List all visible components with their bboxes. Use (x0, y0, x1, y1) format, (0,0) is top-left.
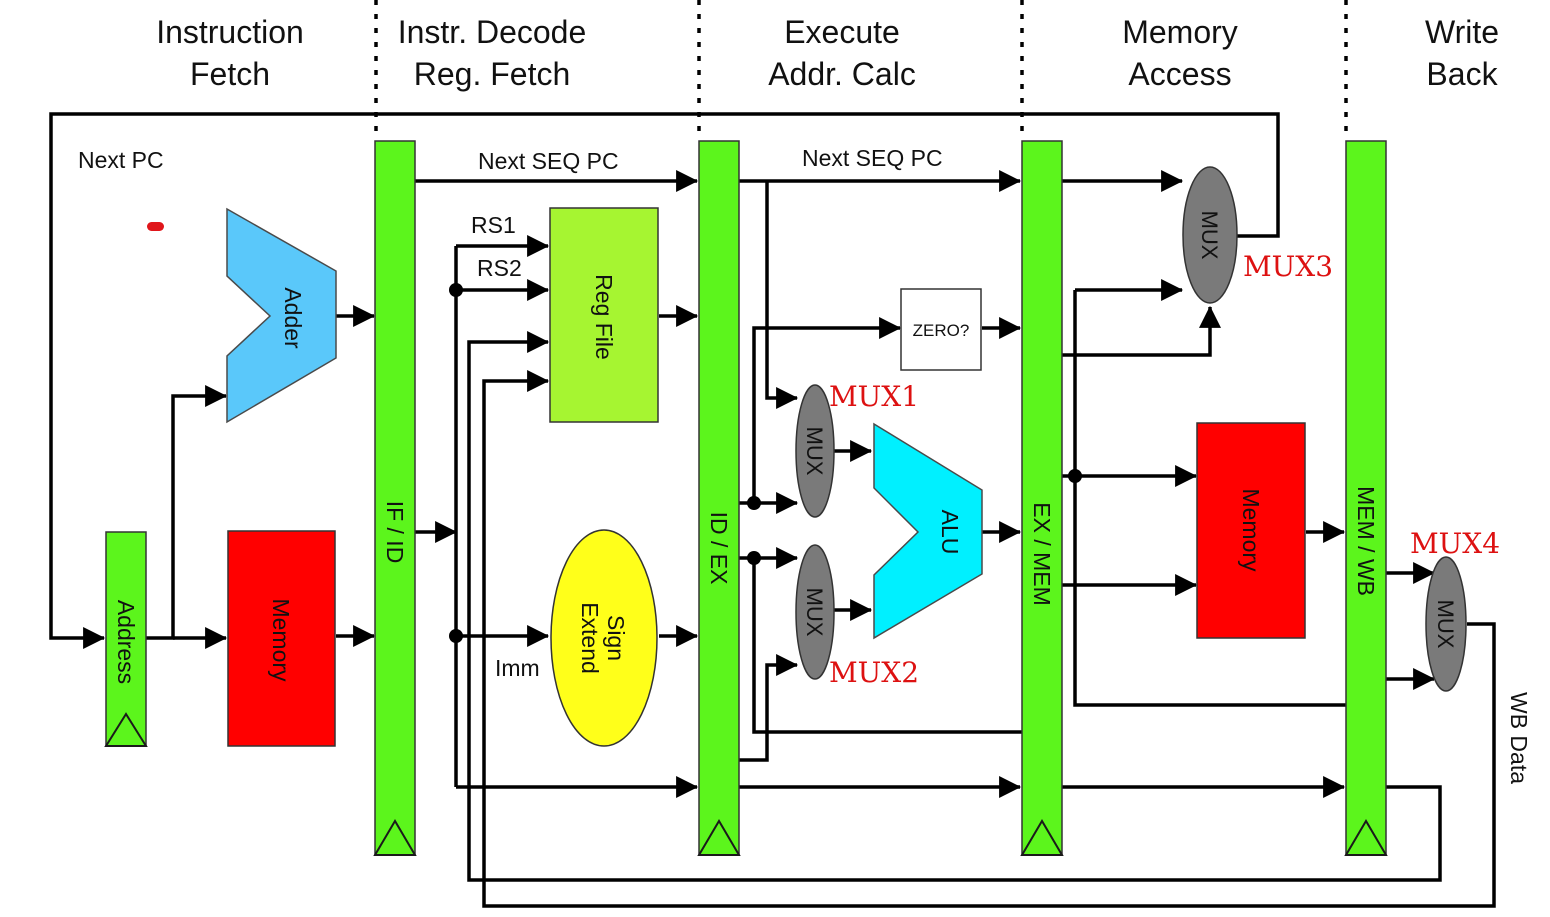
data-memory-label: Memory (1238, 488, 1264, 572)
wb-data-label: WB Data (1506, 692, 1532, 784)
mux2: MUX (795, 544, 835, 680)
register-file-label: Reg File (591, 274, 617, 360)
stage-mem-line1: Memory (1122, 14, 1238, 50)
stage-wb-line2: Back (1426, 56, 1498, 92)
stage-if-line1: Instruction (156, 14, 304, 50)
mux3-label: MUX (1197, 211, 1222, 260)
pipeline-registers: Address IF / ID ID / EX EX / MEM MEM / W… (104, 140, 1388, 856)
mem-wb-label: MEM / WB (1353, 486, 1379, 596)
stage-id-line2: Reg. Fetch (414, 56, 571, 92)
mux1: MUX (795, 384, 835, 518)
pc-to-mux1-wire (765, 181, 799, 409)
red-mark (147, 222, 164, 231)
imm-to-mux2-wire (739, 654, 799, 762)
functional-blocks: Adder Memory Reg File Sign Extend ALU ZE… (226, 166, 1467, 747)
imm-label: Imm (495, 655, 540, 681)
zero-detect-label: ZERO? (913, 321, 970, 340)
mux4: MUX (1425, 556, 1467, 692)
mux2-annotation: MUX2 (829, 656, 919, 689)
signal-labels: Next PC Next SEQ PC Next SEQ PC RS1 RS2 … (78, 145, 1532, 784)
data-memory: Memory (1196, 422, 1306, 639)
reg-b-forward-wire (752, 558, 1022, 734)
if-id-label: IF / ID (382, 501, 408, 564)
mem-wb-register: MEM / WB (1344, 140, 1388, 856)
pc-register: Address (104, 531, 148, 747)
instruction-memory: Memory (227, 530, 336, 747)
instruction-memory-label: Memory (268, 598, 294, 682)
adder: Adder (226, 207, 337, 424)
stage-id-line1: Instr. Decode (398, 14, 587, 50)
next-seq-pc-id-label: Next SEQ PC (478, 148, 619, 174)
wires (49, 112, 1496, 908)
id-ex-label: ID / EX (706, 512, 732, 585)
sign-extend-line2: Extend (577, 602, 603, 674)
id-ex-register: ID / EX (697, 140, 741, 856)
alu-label: ALU (937, 510, 963, 555)
sign-extend-line1: Sign (603, 615, 629, 661)
pc-to-adder-wire (146, 385, 228, 640)
stage-wb-line1: Write (1425, 14, 1499, 50)
mux4-label: MUX (1433, 600, 1458, 649)
stage-separators (374, 0, 1348, 140)
alu-result-bus-wire (1073, 290, 1346, 707)
ex-mem-register: EX / MEM (1020, 140, 1064, 856)
stage-ex-line1: Execute (784, 14, 900, 50)
pc-register-label: Address (113, 600, 139, 684)
next-pc-wire (49, 112, 1280, 649)
adder-label: Adder (280, 287, 306, 349)
register-file: Reg File (549, 207, 659, 423)
next-seq-pc-ex-label: Next SEQ PC (802, 145, 943, 171)
zero-in-wire (752, 317, 902, 503)
wb-dest-wire (467, 331, 1442, 882)
junction-dots (449, 283, 1082, 643)
wb-data-wire (482, 370, 1496, 908)
stage-headers: Instruction Fetch Instr. Decode Reg. Fet… (156, 14, 1499, 92)
ex-mem-label: EX / MEM (1029, 502, 1055, 606)
rs1-label: RS1 (471, 212, 516, 238)
stage-if-line2: Fetch (190, 56, 270, 92)
if-id-register: IF / ID (373, 140, 417, 856)
rs2-label: RS2 (477, 255, 522, 281)
mux1-annotation: MUX1 (829, 380, 919, 413)
sign-extend: Sign Extend (550, 529, 658, 747)
stage-mem-line2: Access (1128, 56, 1231, 92)
mux-annotations: MUX1 MUX2 MUX3 MUX4 (829, 250, 1500, 689)
mux2-label: MUX (802, 588, 827, 637)
zero-detect: ZERO? (900, 288, 982, 371)
mux3-annotation: MUX3 (1243, 250, 1333, 283)
mux4-annotation: MUX4 (1410, 527, 1500, 560)
alu: ALU (873, 422, 983, 640)
mux1-label: MUX (802, 427, 827, 476)
cond-to-mux3-wire (1062, 305, 1221, 357)
next-pc-label: Next PC (78, 147, 164, 173)
mux3: MUX (1182, 166, 1238, 304)
stage-ex-line2: Addr. Calc (768, 56, 916, 92)
